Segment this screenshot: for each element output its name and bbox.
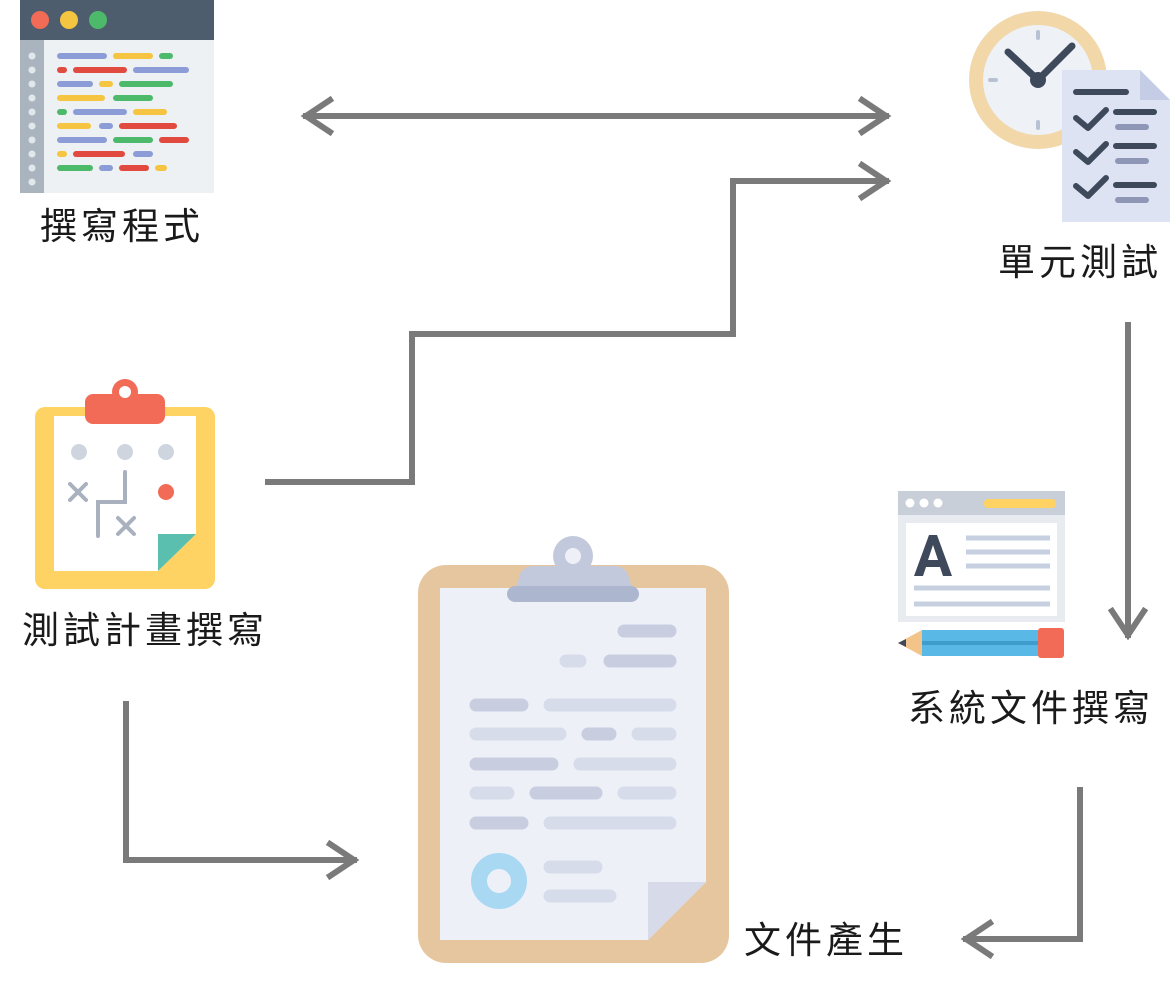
clipboard-document-icon — [418, 536, 729, 963]
node-label-coding: 撰寫程式 — [40, 205, 204, 248]
arrow-unittest-sysdoc — [1107, 322, 1149, 641]
node-label-unit-test: 單元測試 — [998, 241, 1162, 284]
document-pencil-icon — [898, 491, 1065, 658]
node-label-doc-generation: 文件產生 — [744, 919, 908, 962]
strategy-clipboard-icon — [35, 379, 215, 589]
clock-checklist-icon — [969, 11, 1170, 222]
arrow-sysdoc-docgen — [960, 787, 1083, 960]
code-editor-icon — [20, 0, 214, 193]
arrow-testplan-unittest — [265, 160, 892, 485]
arrow-testplan-docgen — [123, 701, 360, 881]
arrow-coding-unittest — [300, 95, 892, 137]
node-label-test-plan: 測試計畫撰寫 — [22, 609, 268, 652]
node-label-system-doc: 系統文件撰寫 — [908, 687, 1154, 730]
